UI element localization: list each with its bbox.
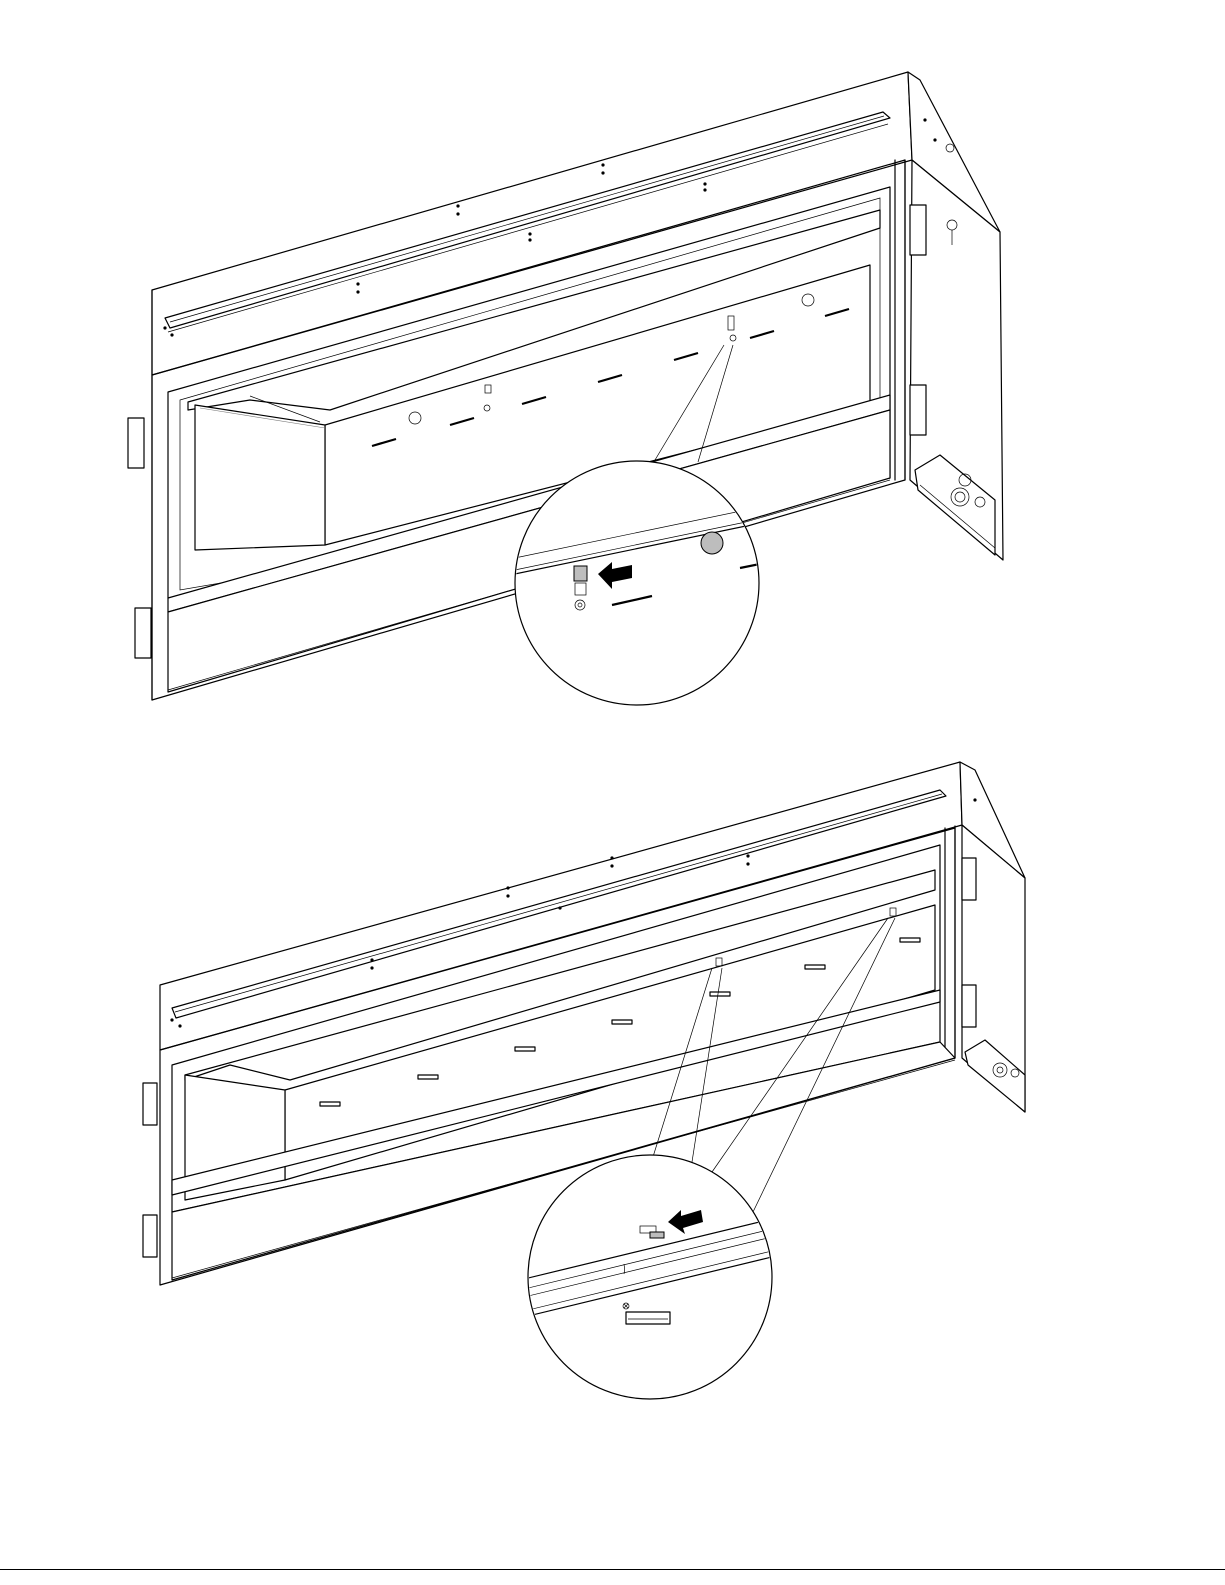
left-bracket-lower <box>135 608 151 658</box>
side-bracket-upper <box>962 858 976 900</box>
fireplace-body-bottom-drawing <box>0 740 1225 1460</box>
clip-detail-lower <box>520 1155 780 1399</box>
left-inner-wall <box>195 405 325 550</box>
page-footer-rule <box>0 1569 1225 1570</box>
assembly-figure-bottom <box>0 740 1225 1460</box>
assembly-figure-top <box>0 0 1225 740</box>
left-bracket-upper <box>143 1083 157 1125</box>
detail-slot <box>626 1312 670 1324</box>
fireplace-body-top-drawing <box>0 0 1225 740</box>
detail-hole <box>701 532 723 554</box>
side-bracket-upper <box>910 205 926 255</box>
side-bracket-lower <box>910 385 926 435</box>
clip-small-right <box>890 908 896 916</box>
left-bracket-lower <box>143 1215 157 1257</box>
side-bracket-lower <box>962 985 976 1027</box>
clip-small <box>716 958 722 966</box>
clip-part <box>574 566 587 581</box>
left-bracket-upper <box>128 418 144 468</box>
